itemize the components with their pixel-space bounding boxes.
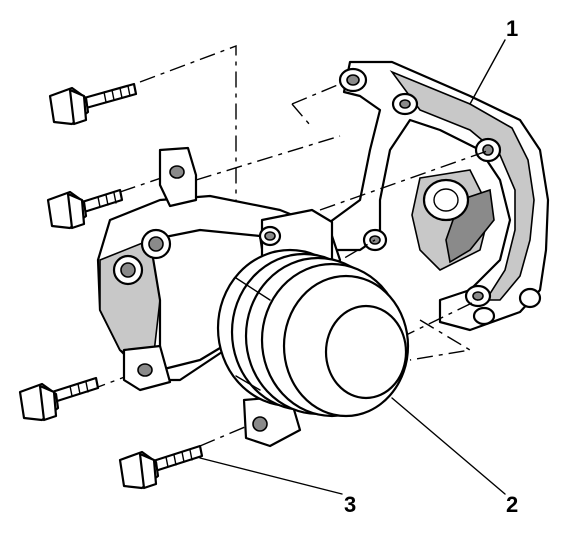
compressor-mounting-bracket [328, 60, 550, 332]
ac-compressor [96, 146, 410, 448]
bolt-top-left [48, 82, 138, 126]
bracket-boss-bottom [472, 287, 542, 326]
compressor-bolt [118, 444, 204, 490]
compressor-port-lower [112, 254, 144, 286]
bolt-lower-left [18, 376, 100, 422]
leader-line-1 [469, 39, 506, 105]
bracket-boss-top [338, 67, 368, 93]
callout-3: 3 [344, 492, 356, 517]
bracket-boss-right [474, 137, 502, 163]
compressor-ear-upper-left [158, 146, 198, 208]
compressor-ear-lower-left [122, 344, 172, 392]
bracket-boss-upper [391, 92, 419, 116]
leader-line-2 [391, 397, 506, 495]
compressor-pulley [216, 248, 410, 418]
callout-1: 1 [506, 16, 518, 41]
bracket-boss-lower [464, 284, 492, 308]
compressor-port-upper [140, 228, 172, 260]
leader-line-3 [199, 457, 343, 495]
leader-lines [199, 39, 506, 495]
bolt-upper-left [46, 188, 124, 230]
callout-2: 2 [506, 492, 518, 517]
alignment-lines [89, 44, 491, 447]
